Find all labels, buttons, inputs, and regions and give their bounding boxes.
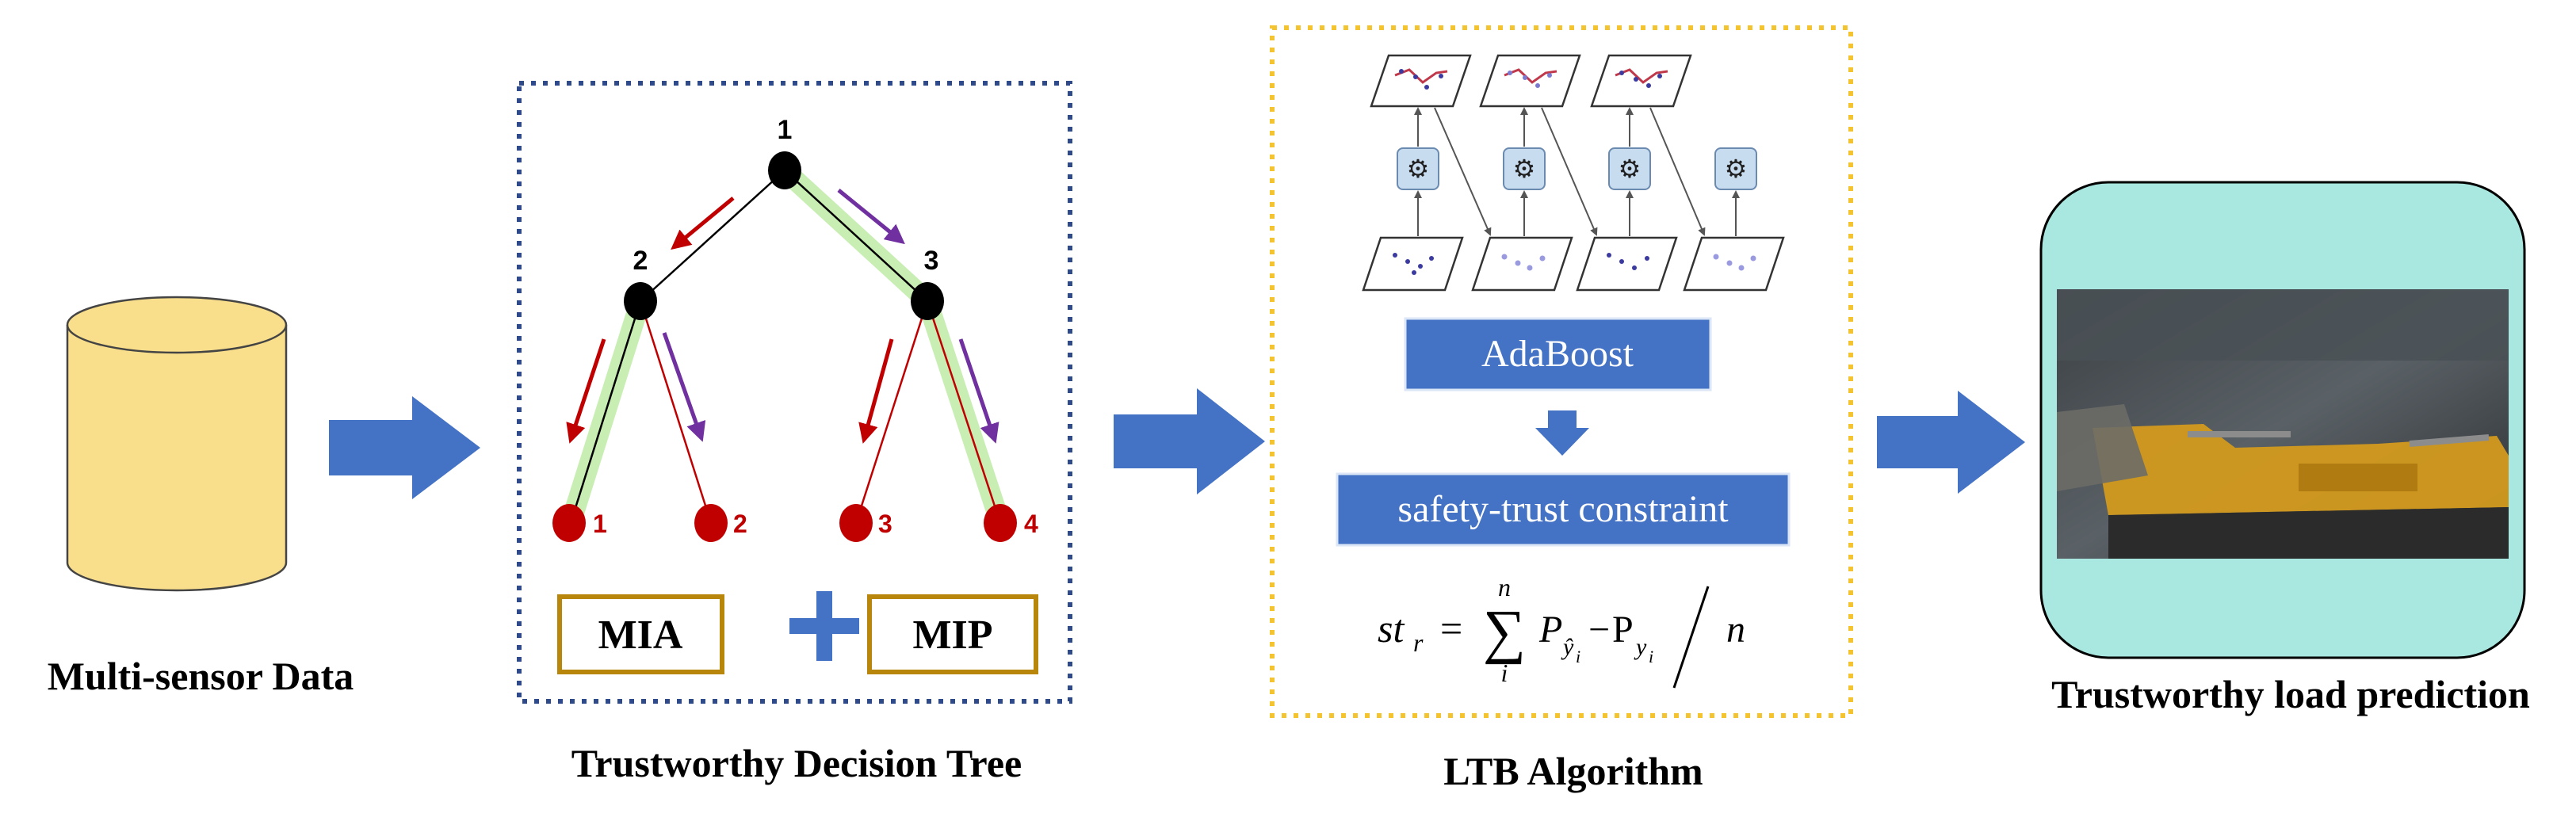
gear-icon: ⚙ <box>1725 155 1748 183</box>
down-arrow <box>1535 410 1589 456</box>
formula-p1-sub: ŷ <box>1561 634 1574 660</box>
adaboost-block <box>1404 317 1712 391</box>
caption-ltb-algorithm: LTB Algorithm <box>1443 749 1703 793</box>
tree-frame <box>517 81 1072 704</box>
tree-node-label-3: 3 <box>924 246 939 276</box>
gear-box-4: ⚙ <box>1714 147 1757 190</box>
database-cylinder-icon <box>66 296 288 592</box>
tree-leaf-label-1: 1 <box>593 510 607 538</box>
tree-leaf-label-4: 4 <box>1024 510 1038 538</box>
formula-sum-top: n <box>1498 573 1511 601</box>
gear-box-3: ⚙ <box>1608 147 1651 190</box>
bottom-plot-4 <box>1683 236 1785 292</box>
tree-leaf-3 <box>839 504 873 542</box>
formula-sum-bottom: i <box>1501 659 1508 687</box>
caption-multi-sensor-data: Multi-sensor Data <box>48 654 354 698</box>
formula-lhs: st <box>1378 606 1405 651</box>
formula-eq: = <box>1440 606 1462 651</box>
tree-node-label-2: 2 <box>633 246 648 276</box>
formula-slash-line <box>1672 586 1710 689</box>
bottom-plot-1 <box>1362 236 1464 292</box>
gear-icon: ⚙ <box>1513 155 1536 183</box>
mia-label: MIA <box>598 613 683 658</box>
gear-box-1: ⚙ <box>1397 147 1439 190</box>
tree-leaf-1 <box>552 504 586 542</box>
tree-node-2 <box>624 282 657 320</box>
bottom-plot-3 <box>1576 236 1678 292</box>
flow-arrow-1 <box>329 396 480 499</box>
tree-leaf-label-2: 2 <box>733 510 747 538</box>
flow-arrow-2 <box>1114 388 1265 494</box>
safety-trust-formula: st r = n ∑ i P ŷ i − P y i n <box>1378 573 1745 689</box>
decision-tree: 1 2 3 1 2 3 4 <box>552 115 1038 542</box>
plus-icon <box>789 591 859 661</box>
formula-p2-sub2: i <box>1649 647 1653 666</box>
tree-leaf-4 <box>984 504 1017 542</box>
mia-box <box>557 594 724 674</box>
flow-arrow-3 <box>1877 391 2025 494</box>
tree-node-1 <box>768 151 801 189</box>
formula-p2: P <box>1612 609 1634 651</box>
formula-p1-sub2: i <box>1576 647 1580 666</box>
tree-leaf-2 <box>694 504 728 542</box>
top-plot-2 <box>1479 54 1581 108</box>
tree-leaf-label-3: 3 <box>878 510 892 538</box>
top-plot-3 <box>1590 54 1692 108</box>
gear-icon: ⚙ <box>1407 155 1430 183</box>
safety-trust-constraint-block <box>1336 472 1791 547</box>
tree-node-label-1: 1 <box>778 115 793 145</box>
boosting-schematic: ⚙ ⚙ ⚙ ⚙ <box>1362 54 1785 292</box>
formula-p1: P <box>1538 609 1562 651</box>
adaboost-label: AdaBoost <box>1481 333 1634 375</box>
caption-trustworthy-load-prediction: Trustworthy load prediction <box>2051 672 2530 716</box>
caption-trustworthy-decision-tree: Trustworthy Decision Tree <box>571 741 1022 785</box>
formula-lhs-sub: r <box>1413 628 1424 657</box>
ltb-frame <box>1270 25 1853 718</box>
mip-label: MIP <box>912 613 992 658</box>
top-plot-1 <box>1370 54 1472 108</box>
safety-trust-constraint-label: safety-trust constraint <box>1397 488 1729 530</box>
formula-sum: ∑ <box>1483 598 1526 665</box>
formula-den: n <box>1726 609 1745 651</box>
formula-minus: − <box>1588 609 1610 651</box>
shearer-machine-image <box>2057 289 2509 559</box>
bottom-plot-2 <box>1471 236 1573 292</box>
gear-icon: ⚙ <box>1619 155 1642 183</box>
formula-p2-sub: y <box>1634 634 1647 660</box>
mip-box <box>867 594 1038 674</box>
gear-box-2: ⚙ <box>1503 147 1546 190</box>
tree-node-3 <box>911 282 944 320</box>
